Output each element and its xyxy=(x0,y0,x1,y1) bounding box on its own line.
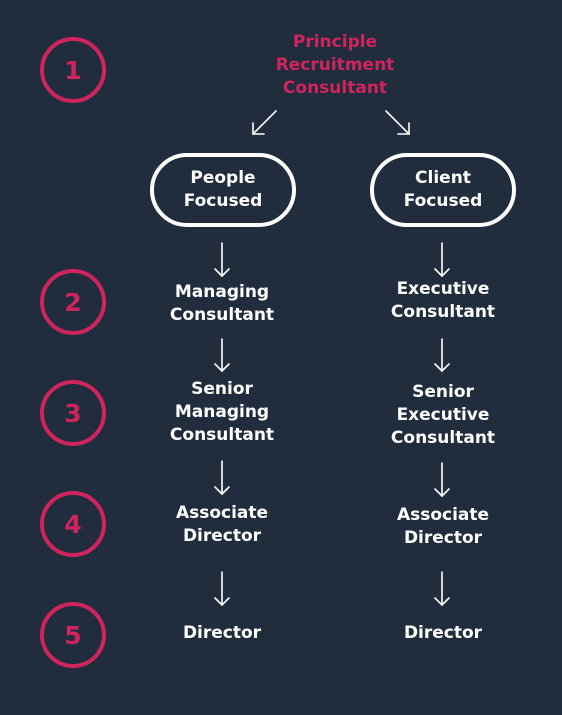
step-4-circle: 4 xyxy=(40,491,106,557)
right-down-arrow-3 xyxy=(434,462,450,497)
right-down-arrow-1 xyxy=(434,242,450,277)
left-level-5-label: Director xyxy=(182,623,262,643)
step-3-number: 3 xyxy=(64,398,82,428)
step-1-number: 1 xyxy=(64,55,82,85)
step-2-number: 2 xyxy=(64,287,82,317)
left-down-arrow-1 xyxy=(214,242,230,277)
top-role-label: Principle Recruitment Consultant xyxy=(275,32,395,98)
right-level-5-label: Director xyxy=(403,623,483,643)
right-level-4-label: Associate Director xyxy=(396,505,490,548)
right-down-arrow-2 xyxy=(434,338,450,372)
right-level-3-label: Senior Executive Consultant xyxy=(390,382,496,448)
people-focused-label: People Focused xyxy=(183,168,263,211)
step-3-circle: 3 xyxy=(40,380,106,446)
arrow-to-people-focused xyxy=(252,110,277,135)
step-4-number: 4 xyxy=(64,509,82,539)
track-header-client-focused: Client Focused xyxy=(370,153,516,227)
left-level-3-label: Senior Managing Consultant xyxy=(169,379,275,445)
arrow-to-client-focused xyxy=(385,110,410,135)
step-1-circle: 1 xyxy=(40,37,106,103)
left-down-arrow-2 xyxy=(214,338,230,372)
left-level-2-label: Managing Consultant xyxy=(169,282,275,325)
right-down-arrow-4 xyxy=(434,571,450,606)
left-down-arrow-4 xyxy=(214,571,230,606)
left-level-4-label: Associate Director xyxy=(175,503,269,546)
step-5-number: 5 xyxy=(64,620,82,650)
right-level-2-label: Executive Consultant xyxy=(390,279,496,322)
step-2-circle: 2 xyxy=(40,269,106,335)
track-header-people-focused: People Focused xyxy=(150,153,296,227)
left-down-arrow-3 xyxy=(214,460,230,495)
client-focused-label: Client Focused xyxy=(403,168,483,211)
step-5-circle: 5 xyxy=(40,602,106,668)
